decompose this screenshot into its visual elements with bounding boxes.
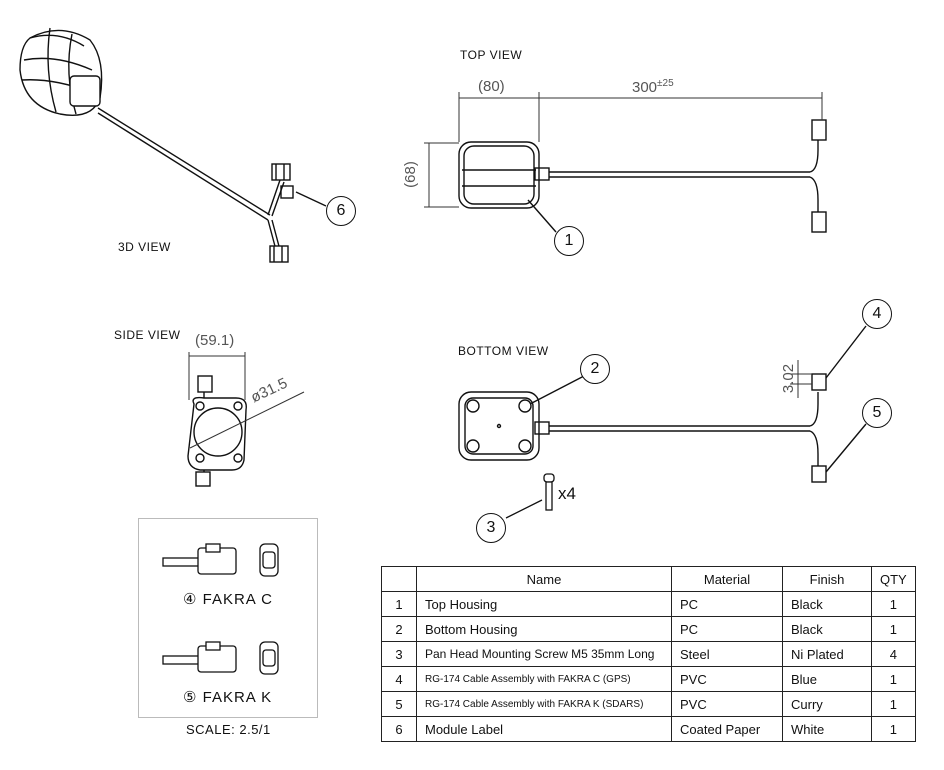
bom-header-qty: QTY	[871, 566, 916, 592]
bom-cell-material: PC	[671, 616, 783, 642]
antenna-side-view	[187, 375, 247, 487]
bom-cell-no: 1	[381, 591, 417, 617]
bom-cell-name: RG-174 Cable Assembly with FAKRA K (SDAR…	[416, 691, 672, 717]
table-row: 5 RG-174 Cable Assembly with FAKRA K (SD…	[381, 691, 916, 717]
mounting-screw	[505, 473, 555, 519]
bom-cell-name: RG-174 Cable Assembly with FAKRA C (GPS)	[416, 666, 672, 692]
dim-connector-height: 3.02	[780, 363, 798, 394]
dim-cable-length: 300±25	[632, 78, 674, 96]
bom-header-material: Material	[671, 566, 783, 592]
balloon-6: 6	[326, 196, 356, 226]
bom-cell-finish: White	[782, 716, 872, 742]
bom-cell-material: PVC	[671, 691, 783, 717]
fakra-k-text: FAKRA K	[202, 689, 273, 706]
antenna-bottom-view	[458, 325, 867, 483]
balloon-5: 5	[862, 398, 892, 428]
screw-count: x4	[558, 484, 576, 503]
bom-cell-no: 4	[381, 666, 417, 692]
fakra-c-connector	[162, 543, 279, 577]
dim-side-width: (59.1)	[195, 332, 235, 349]
bom-cell-name: Pan Head Mounting Screw M5 35mm Long	[416, 641, 672, 667]
fakra-c-text: FAKRA C	[202, 591, 273, 608]
bom-cell-name: Bottom Housing	[416, 616, 672, 642]
bom-cell-qty: 1	[871, 716, 916, 742]
bom-cell-name: Top Housing	[416, 591, 672, 617]
view-label-side: SIDE VIEW	[114, 328, 181, 342]
dim-cable-tolerance: ±25	[657, 78, 674, 89]
table-row: 3 Pan Head Mounting Screw M5 35mm Long S…	[381, 641, 916, 667]
fakra-k-number: ⑤	[183, 689, 198, 706]
antenna-3d-view	[19, 27, 327, 263]
bom-cell-finish: Blue	[782, 666, 872, 692]
view-label-top: TOP VIEW	[460, 48, 523, 62]
bom-header-name: Name	[416, 566, 672, 592]
bom-cell-finish: Black	[782, 616, 872, 642]
drawing-scale: SCALE: 2.5/1	[186, 722, 271, 737]
bom-cell-no: 3	[381, 641, 417, 667]
bom-cell-finish: Curry	[782, 691, 872, 717]
bom-cell-qty: 1	[871, 666, 916, 692]
side-view-dimension-lines	[188, 352, 305, 449]
fakra-c-label: ④ FAKRA C	[183, 590, 273, 608]
balloon-1: 1	[554, 226, 584, 256]
fakra-connector-panel	[138, 518, 318, 718]
table-row: 1 Top Housing PC Black 1	[381, 591, 916, 617]
bom-cell-material: Steel	[671, 641, 783, 667]
bom-cell-finish: Black	[782, 591, 872, 617]
bom-header-no	[381, 566, 417, 592]
bom-cell-qty: 4	[871, 641, 916, 667]
bom-cell-no: 6	[381, 716, 417, 742]
fakra-c-number: ④	[183, 591, 198, 608]
balloon-3: 3	[476, 513, 506, 543]
table-row: 6 Module Label Coated Paper White 1	[381, 716, 916, 742]
bill-of-materials-table: Name Material Finish QTY 1 Top Housing P…	[381, 566, 916, 742]
dim-top-height: (68)	[401, 161, 419, 188]
bottom-view-dimension-lines	[790, 360, 812, 398]
fakra-k-connector	[162, 641, 279, 675]
fakra-k-label: ⑤ FAKRA K	[183, 688, 272, 706]
bom-cell-finish: Ni Plated	[782, 641, 872, 667]
bom-cell-qty: 1	[871, 616, 916, 642]
bom-cell-material: Coated Paper	[671, 716, 783, 742]
bom-cell-name: Module Label	[416, 716, 672, 742]
bom-header-finish: Finish	[782, 566, 872, 592]
top-view-dimension-lines	[424, 92, 823, 208]
table-row: 2 Bottom Housing PC Black 1	[381, 616, 916, 642]
bom-header-row: Name Material Finish QTY	[381, 566, 916, 592]
bom-cell-material: PVC	[671, 666, 783, 692]
balloon-4: 4	[862, 299, 892, 329]
bom-cell-material: PC	[671, 591, 783, 617]
dim-top-width: (80)	[478, 78, 505, 95]
bom-cell-qty: 1	[871, 691, 916, 717]
balloon-2: 2	[580, 354, 610, 384]
view-label-3d: 3D VIEW	[118, 240, 171, 254]
bom-cell-no: 2	[381, 616, 417, 642]
bom-cell-no: 5	[381, 691, 417, 717]
bom-cell-qty: 1	[871, 591, 916, 617]
table-row: 4 RG-174 Cable Assembly with FAKRA C (GP…	[381, 666, 916, 692]
view-label-bottom: BOTTOM VIEW	[458, 344, 549, 358]
antenna-top-view	[458, 119, 827, 233]
dim-cable-length-value: 300	[632, 79, 658, 96]
